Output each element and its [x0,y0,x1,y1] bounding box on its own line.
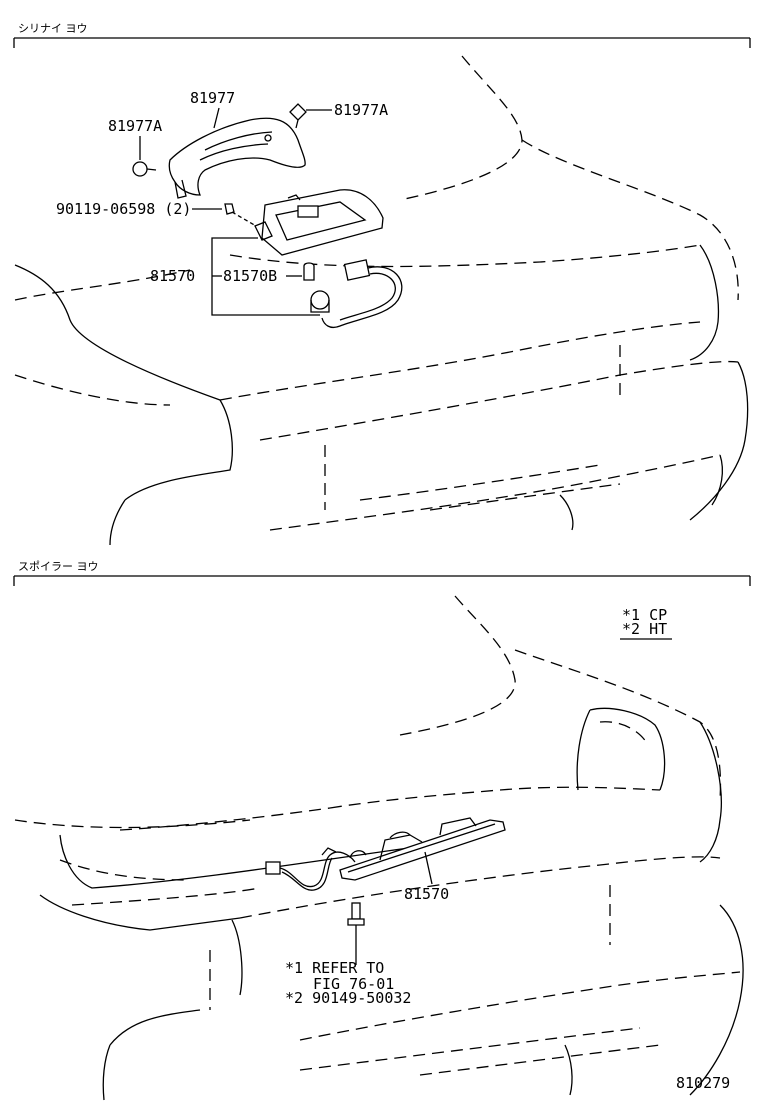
screw-part [192,203,257,227]
label-81977a-right: 81977A [334,101,388,119]
wire-harness-top [310,259,403,329]
legend-cp: *1 CP [622,606,667,624]
label-81570-bottom: 81570 [404,885,449,903]
wire-harness-bottom [265,847,356,891]
stop-lamp-housing-top [254,189,384,256]
lamp-bracket-lines [211,237,320,316]
label-81570b: 81570B [223,267,277,285]
note-fig-ref: FIG 76-01 [313,975,394,993]
car-body-top [14,55,749,546]
lamp-cover-part [168,107,306,199]
note-bolt-part-number: *2 90149-50032 [285,989,411,1007]
section-title-top: シリナイ ヨウ [18,22,88,35]
model-legend: *1 CP *2 HT [620,606,672,640]
clip-right-part [289,103,332,129]
section-title-bottom: スポイラー ヨウ [18,560,99,573]
bolt-part [347,902,365,965]
car-body-bottom [14,595,744,1101]
label-81977a-left: 81977A [108,117,162,135]
legend-ht: *2 HT [622,620,667,638]
label-90119-06598: 90119-06598 (2) [56,200,191,218]
figure-number: 810279 [676,1074,730,1092]
clip-left-part [132,136,157,177]
label-81570-top: 81570 [150,267,195,285]
bulb-part [286,262,315,281]
leader-81570-bottom [424,851,433,885]
note-refer-to: *1 REFER TO [285,959,384,977]
stop-lamp-spoiler [339,817,506,881]
label-81977: 81977 [190,89,235,107]
